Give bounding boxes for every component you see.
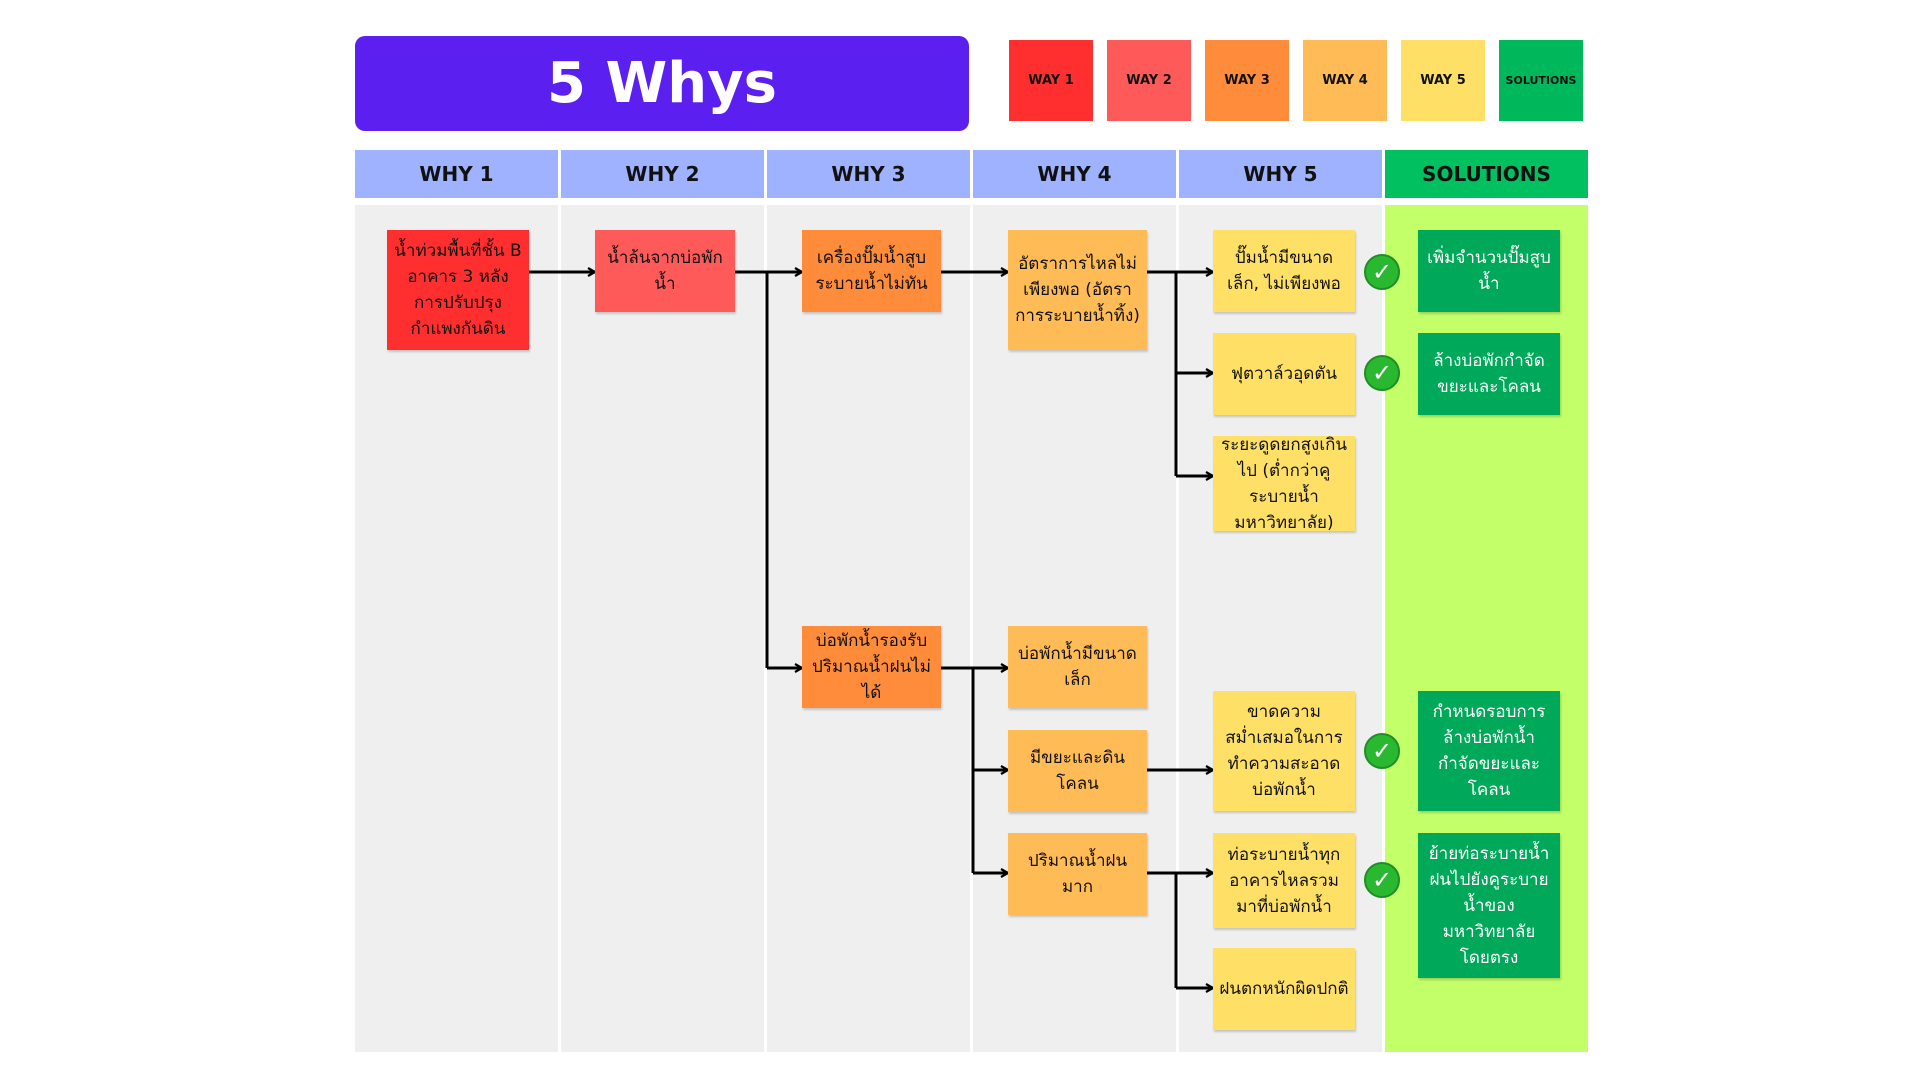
note-text: ระยะดูดยกสูงเกินไป (ต่ำกว่าคูระบายน้ำมหา… [1220, 434, 1348, 533]
note-text: ย้ายท่อระบายน้ำฝนไปยังคูระบายน้ำของมหาวิ… [1428, 843, 1550, 968]
note-why4-rain[interactable]: ปริมาณน้ำฝนมาก [1008, 833, 1147, 915]
header-why-1: WHY 1 [355, 150, 558, 198]
note-why5-cleaning[interactable]: ขาดความสม่ำเสมอในการทำความสะอาดบ่อพักน้ำ [1213, 691, 1355, 811]
header-solutions: SOLUTIONS [1385, 150, 1588, 198]
legend-solutions: SOLUTIONS [1499, 40, 1583, 121]
note-text: มีขยะและดินโคลน [1029, 748, 1126, 794]
note-why3-pump[interactable]: เครื่องปั๊มน้ำสูบระบายน้ำไม่ทัน [802, 230, 941, 312]
note-text: ฝนตกหนักผิดปกติ [1219, 979, 1349, 999]
note-text: อัตราการไหลไม่เพียงพอ (อัตราการระบายน้ำท… [1015, 254, 1140, 326]
note-why3-pond[interactable]: บ่อพักน้ำรองรับปริมาณน้ำฝนไม่ได้ [802, 626, 941, 708]
note-text: ฟุตวาล์วอุดตัน [1230, 364, 1338, 384]
note-text: กำหนดรอบการล้างบ่อพักน้ำกำจัดขยะและโคลน [1432, 702, 1546, 800]
note-why1-root[interactable]: น้ำท่วมพื้นที่ชั้น B อาคาร 3 หลังการปรับ… [387, 230, 529, 350]
note-text: ล้างบ่อพักกำจัดขยะและโคลน [1433, 351, 1545, 397]
title-banner: 5 Whys [355, 36, 969, 131]
note-text: ท่อระบายน้ำทุกอาคารไหลรวมมาที่บ่อพักน้ำ [1227, 844, 1341, 917]
legend-way-5: WAY 5 [1401, 40, 1485, 121]
header-label: SOLUTIONS [1422, 162, 1551, 186]
legend-label: SOLUTIONS [1505, 74, 1577, 87]
header-label: WHY 1 [419, 162, 494, 186]
note-text: น้ำท่วมพื้นที่ชั้น B อาคาร 3 หลังการปรับ… [394, 241, 522, 339]
header-why-4: WHY 4 [973, 150, 1176, 198]
note-why4-debris[interactable]: มีขยะและดินโคลน [1008, 730, 1147, 812]
note-why5-pump-small[interactable]: ปั๊มน้ำมีขนาดเล็ก, ไม่เพียงพอ [1213, 230, 1355, 312]
legend-label: WAY 2 [1126, 73, 1172, 88]
header-label: WHY 3 [831, 162, 906, 186]
note-solution-cleaning-schedule[interactable]: กำหนดรอบการล้างบ่อพักน้ำกำจัดขยะและโคลน [1418, 691, 1560, 811]
note-solution-clean-pond[interactable]: ล้างบ่อพักกำจัดขยะและโคลน [1418, 333, 1560, 415]
header-label: WHY 2 [625, 162, 700, 186]
note-text: เพิ่มจำนวนปั๊มสูบน้ำ [1427, 248, 1551, 294]
legend-way-2: WAY 2 [1107, 40, 1191, 121]
header-why-5: WHY 5 [1179, 150, 1382, 198]
legend-way-1: WAY 1 [1009, 40, 1093, 121]
check-circle-icon: ✓ [1364, 862, 1400, 898]
note-why5-drain-pipes[interactable]: ท่อระบายน้ำทุกอาคารไหลรวมมาที่บ่อพักน้ำ [1213, 833, 1355, 928]
note-why4-flow[interactable]: อัตราการไหลไม่เพียงพอ (อัตราการระบายน้ำท… [1008, 230, 1147, 350]
legend-label: WAY 1 [1028, 73, 1074, 88]
legend-way-3: WAY 3 [1205, 40, 1289, 121]
header-label: WHY 5 [1243, 162, 1318, 186]
legend-label: WAY 3 [1224, 73, 1270, 88]
note-why5-foot-valve[interactable]: ฟุตวาล์วอุดตัน [1213, 333, 1355, 415]
legend-label: WAY 4 [1322, 73, 1368, 88]
note-why4-small-pond[interactable]: บ่อพักน้ำมีขนาดเล็ก [1008, 626, 1147, 708]
check-circle-icon: ✓ [1364, 254, 1400, 290]
note-text: เครื่องปั๊มน้ำสูบระบายน้ำไม่ทัน [815, 248, 928, 294]
legend-label: WAY 5 [1420, 73, 1466, 88]
note-why5-suction-lift[interactable]: ระยะดูดยกสูงเกินไป (ต่ำกว่าคูระบายน้ำมหา… [1213, 435, 1355, 533]
note-text: ขาดความสม่ำเสมอในการทำความสะอาดบ่อพักน้ำ [1225, 702, 1343, 800]
note-solution-reroute-drain[interactable]: ย้ายท่อระบายน้ำฝนไปยังคูระบายน้ำของมหาวิ… [1418, 833, 1560, 978]
note-solution-add-pumps[interactable]: เพิ่มจำนวนปั๊มสูบน้ำ [1418, 230, 1560, 312]
column-why-2 [561, 205, 764, 1052]
note-text: ปริมาณน้ำฝนมาก [1027, 851, 1128, 897]
page-title: 5 Whys [547, 51, 777, 116]
note-text: บ่อพักน้ำมีขนาดเล็ก [1018, 644, 1137, 690]
note-why2-overflow[interactable]: น้ำล้นจากบ่อพักน้ำ [595, 230, 735, 312]
check-circle-icon: ✓ [1364, 355, 1400, 391]
check-circle-icon: ✓ [1364, 733, 1400, 769]
note-text: บ่อพักน้ำรองรับปริมาณน้ำฝนไม่ได้ [812, 631, 931, 703]
header-why-2: WHY 2 [561, 150, 764, 198]
note-why5-heavy-rain[interactable]: ฝนตกหนักผิดปกติ [1213, 948, 1355, 1030]
header-label: WHY 4 [1037, 162, 1112, 186]
note-text: ปั๊มน้ำมีขนาดเล็ก, ไม่เพียงพอ [1227, 248, 1341, 294]
note-text: น้ำล้นจากบ่อพักน้ำ [607, 248, 723, 294]
legend-way-4: WAY 4 [1303, 40, 1387, 121]
header-why-3: WHY 3 [767, 150, 970, 198]
